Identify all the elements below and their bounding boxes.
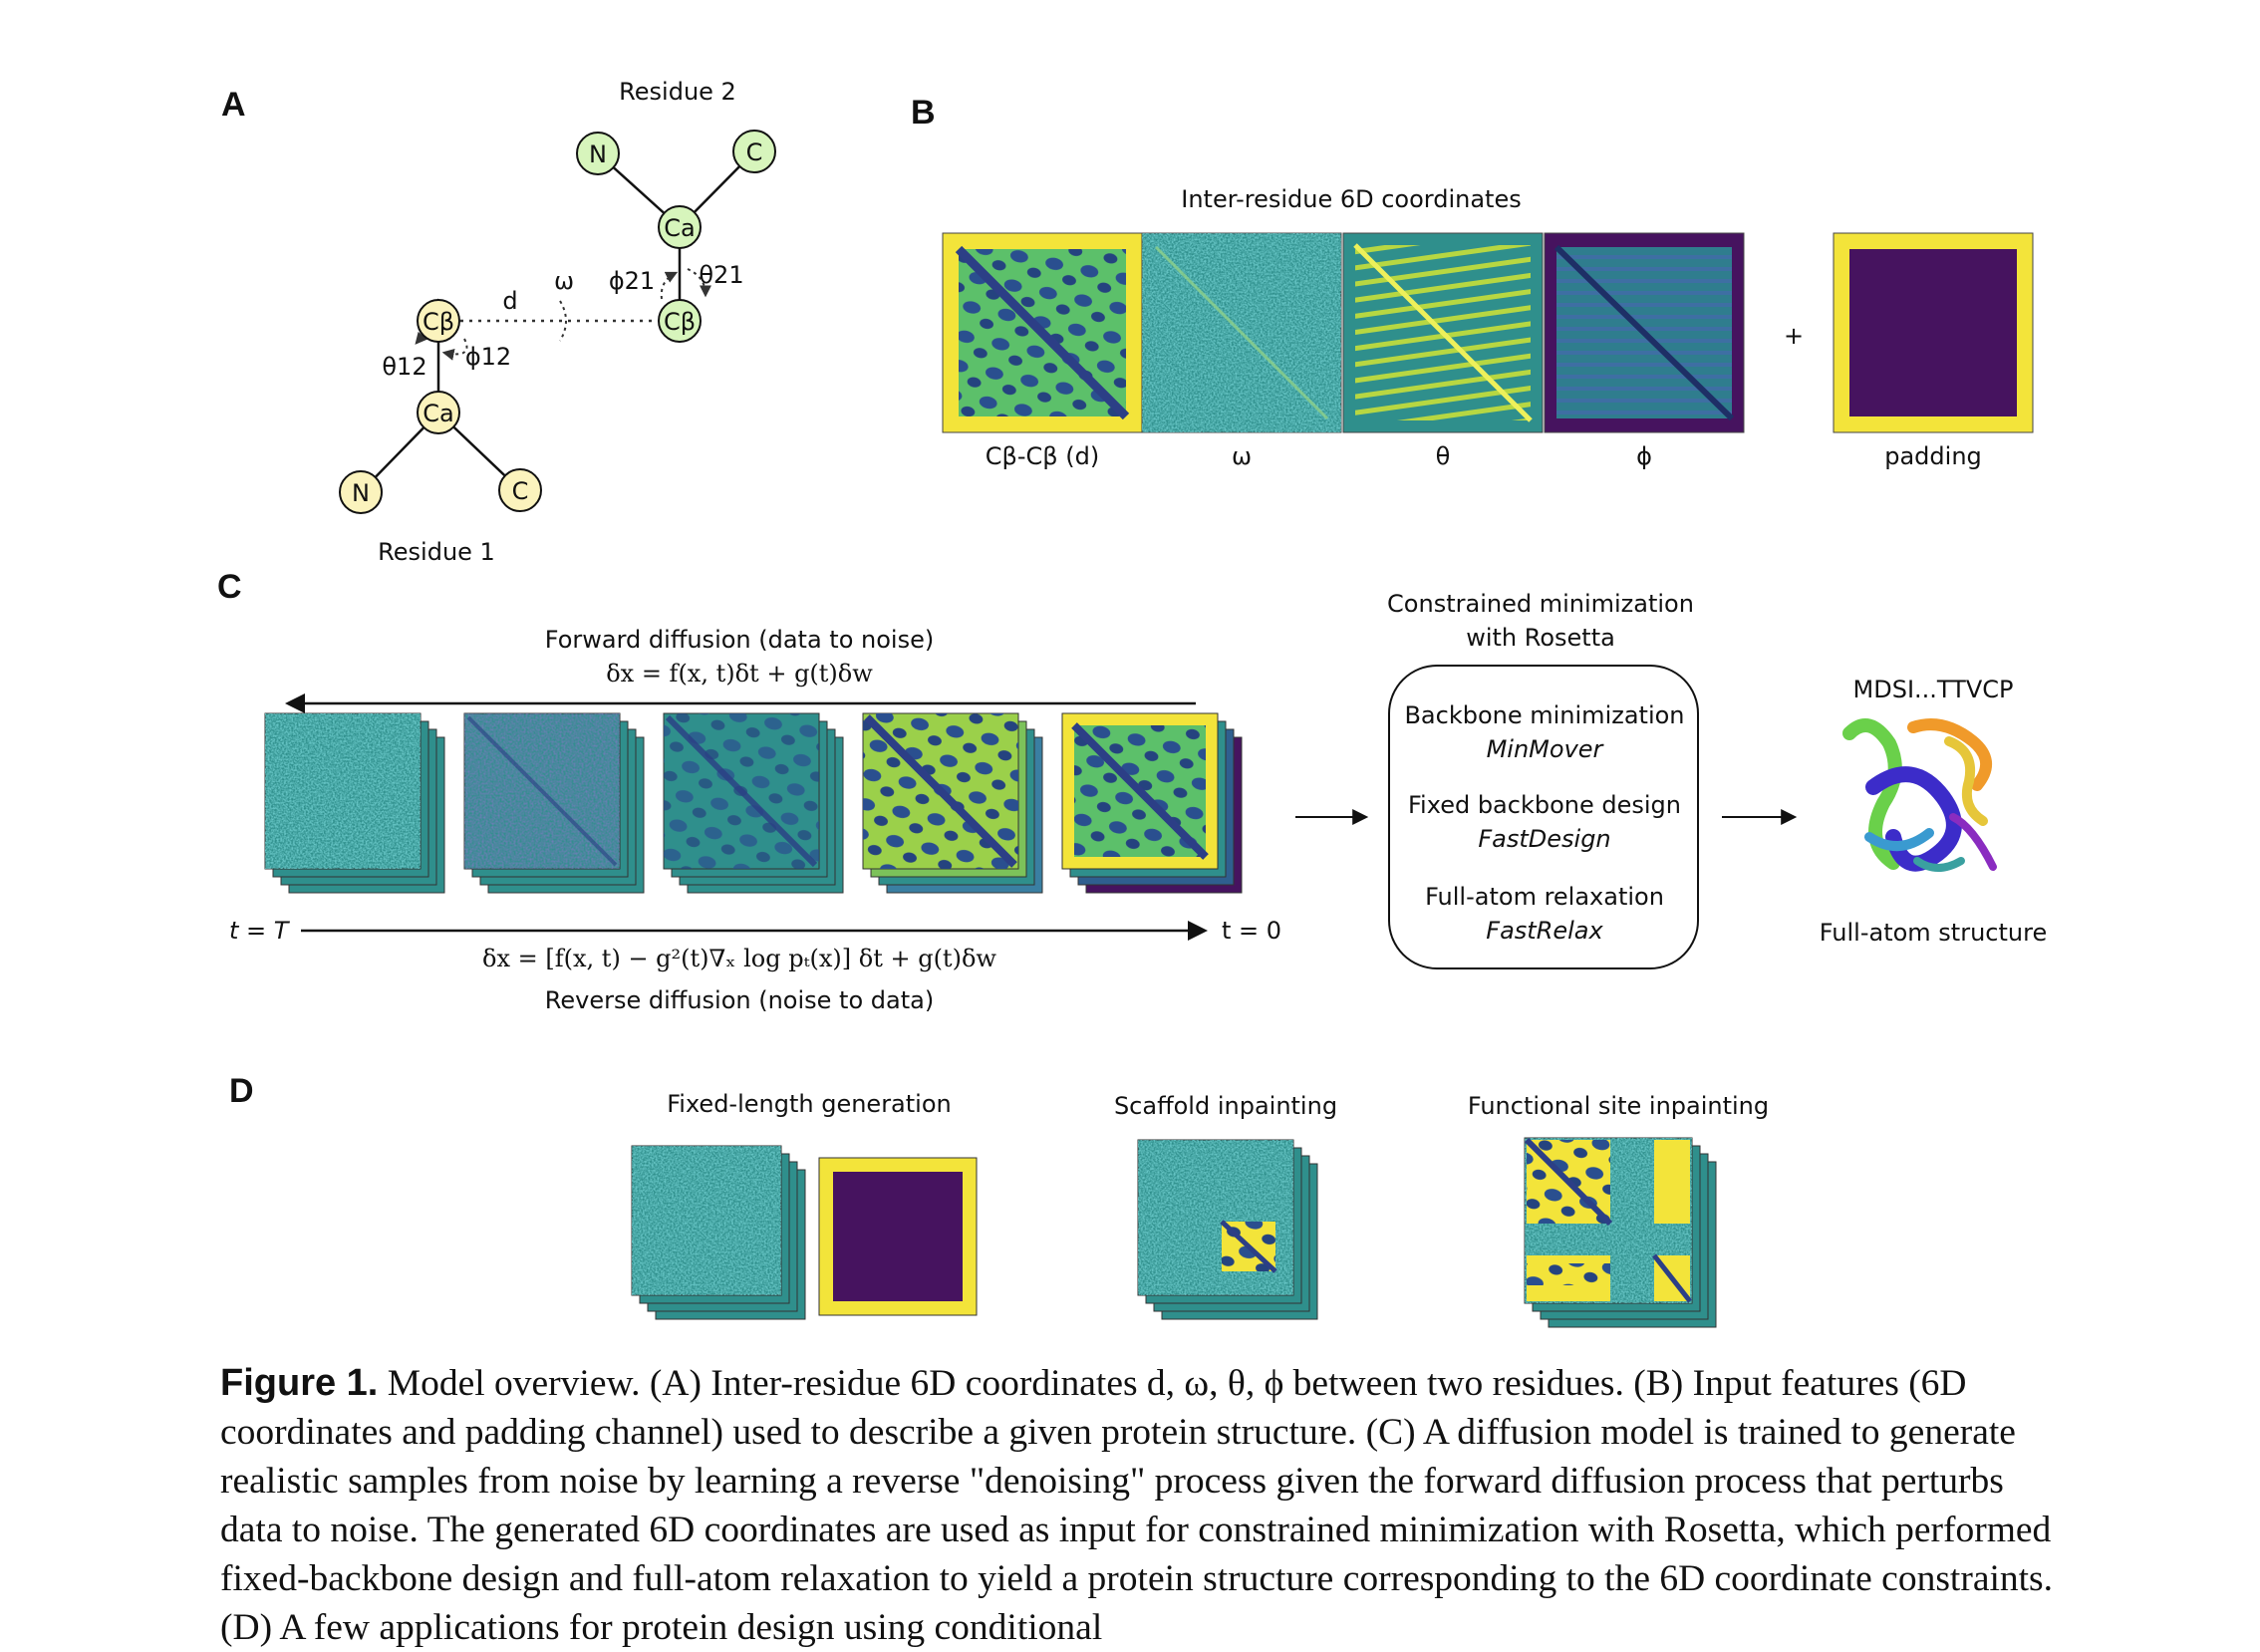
panel-c: C Forward diffusion (data to noise) δx =… (217, 568, 2047, 1014)
map-padding (1833, 232, 2034, 433)
label-d: d (502, 287, 517, 315)
panel-d-label: D (229, 1072, 254, 1110)
panel-a: A Residue 2 Residue 1 N C Ca (221, 78, 776, 566)
atom-cb-residue-2: Cβ (658, 299, 702, 343)
step-backbone-minimization: Backbone minimization (1404, 701, 1684, 729)
label-theta12: θ12 (382, 353, 426, 381)
sequence-label: MDSI...TTVCP (1853, 676, 2014, 703)
rosetta-title-line-1: Constrained minimization (1387, 590, 1694, 618)
functional-site-inpainting-stack (1524, 1137, 1717, 1328)
step-fixed-backbone-design: Fixed backbone design (1408, 791, 1681, 819)
padding-label: padding (1884, 442, 1982, 470)
map-phi (1544, 232, 1745, 433)
protein-structure-icon (1842, 718, 1997, 872)
diffusion-stack-5 (1061, 712, 1243, 894)
map-label-theta: θ (1436, 442, 1451, 470)
label-omega: ω (554, 267, 574, 295)
panel-b: B Inter-residue 6D coordinates C (911, 94, 2034, 470)
label-phi12: ϕ12 (465, 343, 511, 371)
step-fastrelax: FastRelax (1486, 917, 1603, 945)
map-theta (1342, 232, 1544, 433)
panel-a-label: A (221, 86, 246, 124)
task-scaffold-inpainting: Scaffold inpainting (1114, 1092, 1337, 1120)
step-full-atom-relaxation: Full-atom relaxation (1425, 883, 1664, 911)
fixed-length-noise-stack (631, 1145, 806, 1320)
task-functional-site-inpainting: Functional site inpainting (1468, 1092, 1769, 1120)
atom-ca-residue-2: Ca (658, 205, 702, 249)
panel-b-title: Inter-residue 6D coordinates (1181, 185, 1521, 213)
map-label-distance: Cβ-Cβ (d) (986, 442, 1099, 470)
diffusion-stack-2 (463, 712, 645, 894)
reverse-diffusion-equation: δx = [f(x, t) − g²(t)∇ₓ log pₜ(x)] δt + … (482, 945, 996, 972)
atom-c-residue-1: C (498, 468, 542, 512)
full-atom-structure-label: Full-atom structure (1820, 919, 2047, 947)
scaffold-inpainting-stack (1137, 1139, 1318, 1320)
figure-caption: Figure 1. Model overview. (A) Inter-resi… (220, 1359, 2054, 1652)
panel-b-label: B (911, 94, 936, 132)
map-omega (1141, 232, 1342, 433)
label-phi21: ϕ21 (609, 267, 655, 295)
step-fastdesign: FastDesign (1478, 825, 1610, 853)
forward-diffusion-equation: δx = f(x, t)δt + g(t)δw (606, 660, 873, 688)
forward-diffusion-title: Forward diffusion (data to noise) (545, 626, 934, 654)
t-start-label: t = T (229, 917, 291, 945)
svg-text:Ca: Ca (423, 400, 453, 427)
atom-cb-residue-1: Cβ (417, 299, 460, 343)
task-fixed-length-generation: Fixed-length generation (667, 1090, 952, 1118)
atom-n-residue-2: N (576, 132, 620, 175)
svg-text:Cβ: Cβ (423, 308, 454, 336)
t-end-label: t = 0 (1222, 917, 1281, 945)
reverse-diffusion-title: Reverse diffusion (noise to data) (545, 986, 934, 1014)
caption-text: Model overview. (A) Inter-residue 6D coo… (220, 1363, 2054, 1648)
svg-text:N: N (352, 479, 370, 507)
map-label-omega: ω (1232, 442, 1252, 470)
fixed-length-padding (818, 1157, 978, 1316)
map-cb-distance (942, 232, 1143, 433)
step-minmover: MinMover (1487, 735, 1605, 763)
residue-1-label: Residue 1 (378, 538, 495, 566)
residue-2-label: Residue 2 (619, 78, 736, 106)
rosetta-box (1388, 665, 1699, 969)
label-theta21: θ21 (699, 261, 743, 289)
svg-text:Ca: Ca (664, 214, 695, 242)
caption-figure-label: Figure 1. (220, 1362, 379, 1404)
diffusion-stack-4 (862, 712, 1043, 894)
svg-text:N: N (589, 140, 607, 168)
figure-1-diagram: A Residue 2 Residue 1 N C Ca (217, 78, 2047, 1328)
svg-text:C: C (512, 477, 529, 505)
plus-sign: + (1784, 322, 1804, 350)
svg-text:Cβ: Cβ (664, 308, 696, 336)
atom-ca-residue-1: Ca (417, 391, 460, 434)
rosetta-title-line-2: with Rosetta (1466, 624, 1615, 652)
diffusion-stack-3 (663, 712, 844, 894)
map-label-phi: ϕ (1636, 442, 1652, 470)
panel-d: D Fixed-length generation Scaffold inpai… (229, 1072, 1769, 1328)
panel-c-label: C (217, 568, 242, 606)
svg-text:C: C (746, 138, 763, 166)
atom-n-residue-1: N (339, 470, 383, 514)
atom-c-residue-2: C (732, 130, 776, 173)
diffusion-stack-1 (264, 712, 445, 894)
